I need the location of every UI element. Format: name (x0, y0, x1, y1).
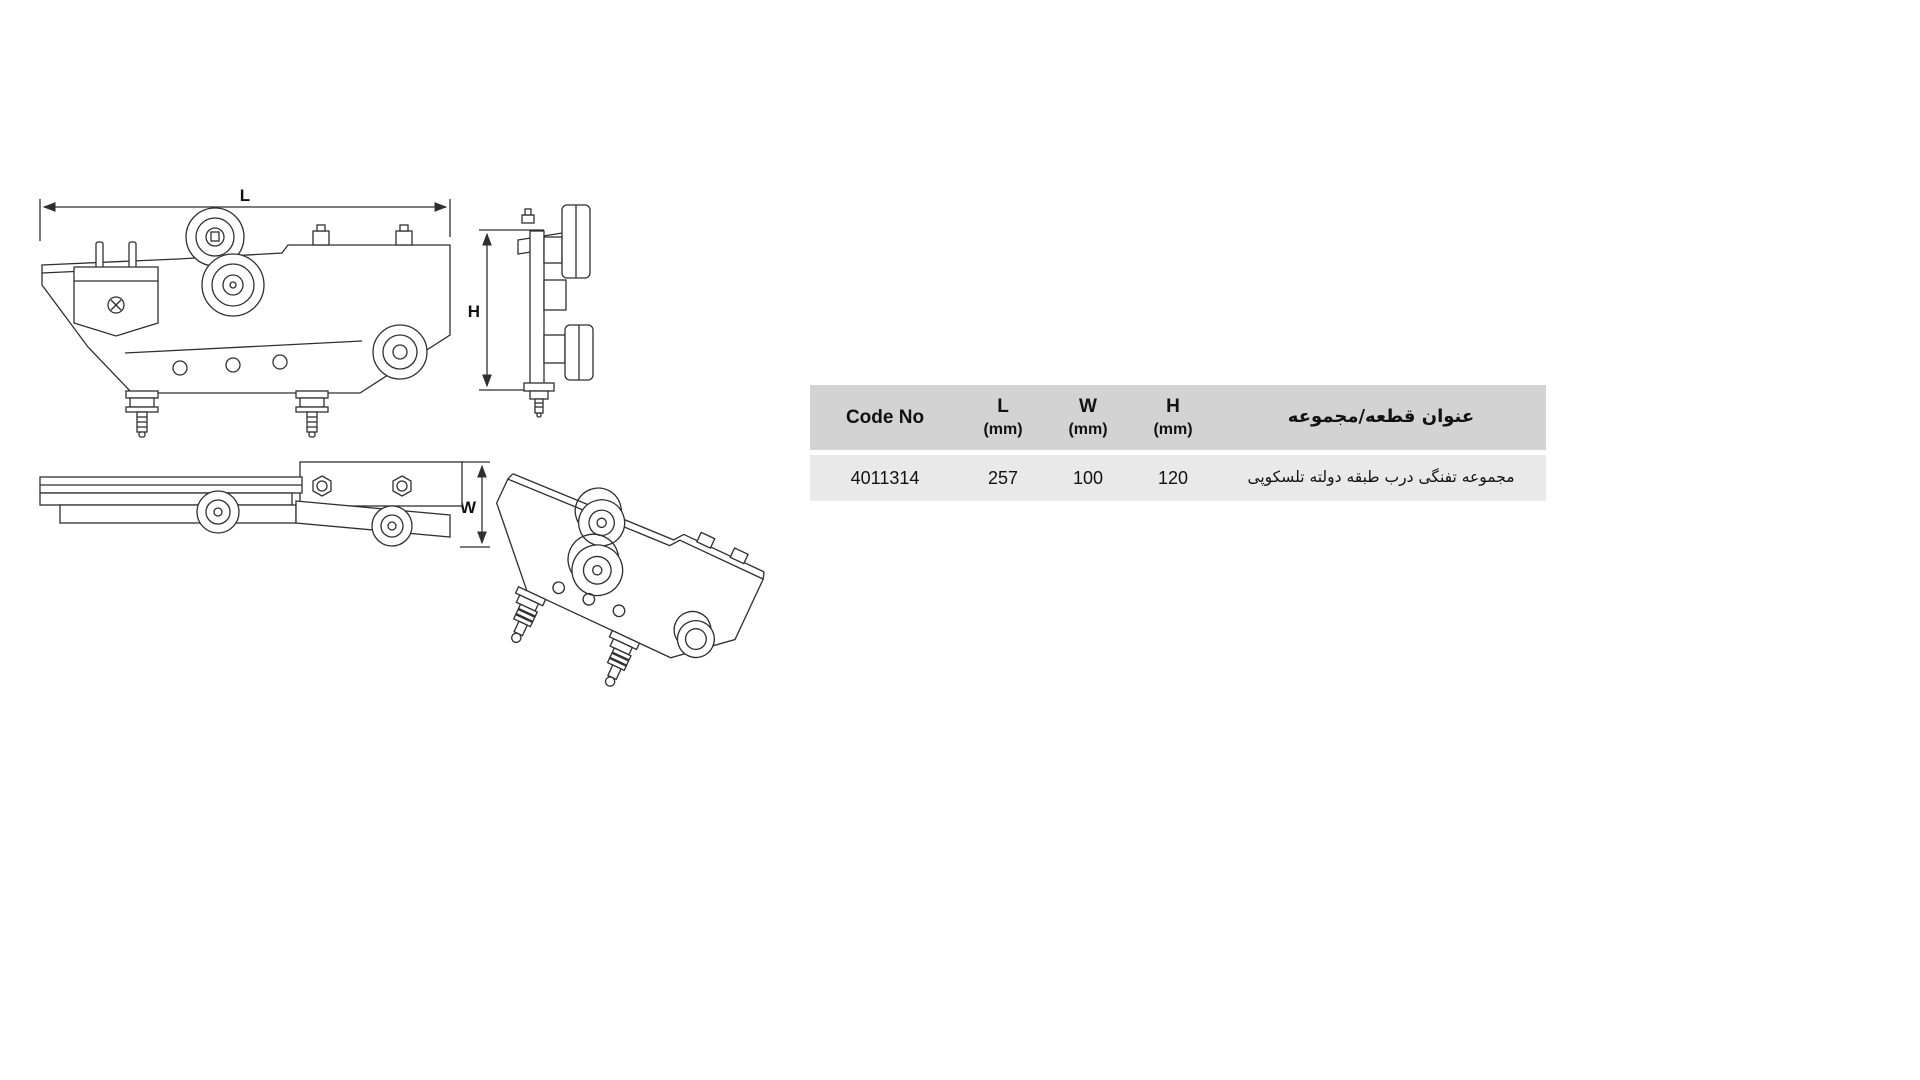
technical-drawing: L (39, 186, 765, 687)
iso-stud-left (511, 585, 547, 644)
iso-hole (582, 592, 596, 606)
header-h-unit: (mm) (1153, 420, 1193, 438)
iso-roller-middle (567, 533, 624, 597)
hole (172, 360, 188, 376)
header-h-label: H (1166, 395, 1180, 417)
row-code-no: 4011314 (850, 467, 920, 488)
header-code-no: Code No (845, 406, 925, 428)
header-l-unit: (mm) (983, 420, 1023, 438)
dimension-l (39, 199, 451, 241)
dim-label-w: W (460, 498, 477, 517)
hole (225, 357, 241, 373)
iso-stud-right (604, 629, 641, 687)
isometric-view (495, 473, 765, 687)
top-bolt-left (312, 224, 330, 246)
side-view: H (468, 204, 594, 418)
top-bolt-right (395, 224, 413, 246)
header-w: W (mm) (1046, 396, 1130, 439)
dimension-w (460, 461, 490, 548)
top-view-roller-left (196, 490, 240, 534)
header-w-label: W (1079, 395, 1097, 417)
header-w-unit: (mm) (1068, 420, 1108, 438)
mounting-bracket (73, 241, 159, 337)
spec-table-row: 4011314 257 100 120 مجموعه تفنگی درب طبق… (810, 455, 1546, 501)
iso-roller-right (673, 610, 715, 659)
row-part-title: مجموعه تفنگی درب طبقه دولته تلسکوپی (1247, 468, 1515, 487)
iso-hole (612, 604, 626, 618)
row-l-value: 257 (987, 467, 1019, 488)
row-h-value: 120 (1157, 467, 1189, 488)
header-h: H (mm) (1130, 396, 1216, 439)
top-view-roller-right (371, 505, 413, 547)
top-view: W (39, 461, 490, 548)
dim-label-h: H (468, 302, 480, 321)
row-w-value: 100 (1072, 467, 1104, 488)
bottom-stud-left (125, 390, 159, 438)
spec-table-header: Code No L (mm) W (mm) H (mm) عنوان قطعه/… (810, 385, 1546, 450)
iso-hole (552, 581, 566, 595)
hole (272, 354, 288, 370)
roller-right (372, 324, 428, 380)
roller-middle (201, 253, 265, 317)
header-l: L (mm) (960, 396, 1046, 439)
hex-bolt-left (312, 475, 332, 497)
dim-label-l: L (240, 186, 250, 205)
header-part-title: عنوان قطعه/مجموعه (1287, 406, 1475, 428)
hex-bolt-right (392, 475, 412, 497)
bottom-stud-right (295, 390, 329, 438)
header-l-label: L (997, 395, 1009, 417)
spec-table: Code No L (mm) W (mm) H (mm) عنوان قطعه/… (810, 385, 1546, 501)
front-view: L (39, 186, 451, 438)
